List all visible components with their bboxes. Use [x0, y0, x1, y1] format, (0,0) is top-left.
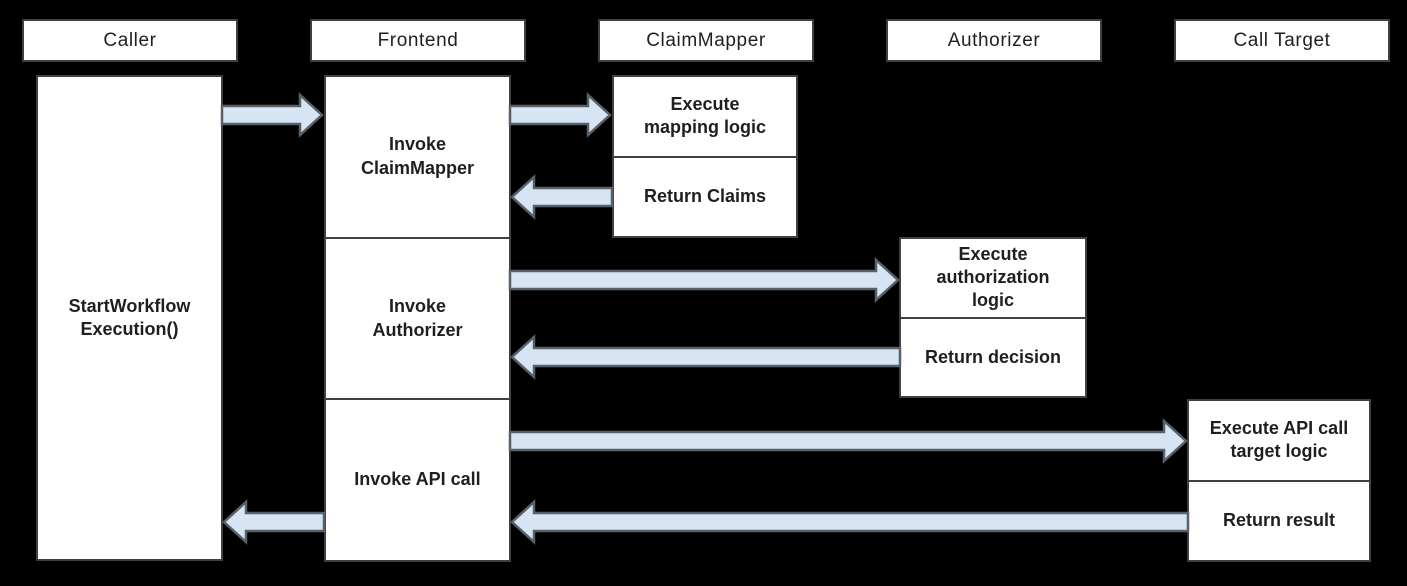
arrow-calltarget-to-frontend [510, 499, 1190, 545]
lane-header-claimmapper: ClaimMapper [598, 19, 814, 62]
segment-execute-mapping-logic-label: Execute mapping logic [643, 93, 766, 138]
segment-invoke-claimmapper: Invoke ClaimMapper [326, 77, 509, 237]
arrow-frontend-to-authorizer [508, 257, 900, 303]
segment-return-claims: Return Claims [614, 155, 796, 237]
segment-return-result: Return result [1189, 479, 1369, 561]
segment-execute-api-call-target-logic-label: Execute API call target logic [1209, 417, 1349, 462]
lane-header-caller: Caller [22, 19, 238, 62]
segment-execute-api-call-target-logic: Execute API call target logic [1189, 401, 1369, 480]
lane-header-authorizer: Authorizer [886, 19, 1102, 62]
arrow-claimmapper-to-frontend [510, 174, 614, 220]
activation-calltarget: Execute API call target logic Return res… [1187, 399, 1371, 562]
segment-invoke-claimmapper-label: Invoke ClaimMapper [360, 134, 475, 178]
activation-claimmapper: Execute mapping logic Return Claims [612, 75, 798, 238]
segment-invoke-api-call-label: Invoke API call [354, 469, 481, 490]
activation-authorizer: Execute authorization logic Return decis… [899, 237, 1087, 398]
segment-return-decision: Return decision [901, 316, 1085, 397]
segment-return-decision-label: Return decision [924, 346, 1062, 367]
arrow-frontend-to-caller [222, 499, 326, 545]
lane-header-frontend: Frontend [310, 19, 526, 62]
arrow-frontend-to-claimmapper [508, 92, 612, 138]
segment-return-result-label: Return result [1222, 510, 1336, 531]
arrow-caller-to-frontend [220, 92, 324, 138]
arrow-authorizer-to-frontend [510, 334, 902, 380]
segment-execute-authorization-logic-label: Execute authorization logic [936, 243, 1050, 311]
activation-caller: StartWorkflow Execution() [36, 75, 223, 561]
segment-invoke-authorizer-label: Invoke Authorizer [372, 296, 463, 340]
caller-label: StartWorkflow Execution() [68, 295, 191, 339]
activation-frontend: Invoke ClaimMapper Invoke Authorizer Inv… [324, 75, 511, 562]
segment-invoke-api-call: Invoke API call [326, 398, 509, 560]
segment-return-claims-label: Return Claims [643, 186, 767, 207]
segment-execute-authorization-logic: Execute authorization logic [901, 239, 1085, 317]
lane-header-calltarget: Call Target [1174, 19, 1390, 62]
arrow-frontend-to-calltarget [508, 418, 1188, 464]
segment-execute-mapping-logic: Execute mapping logic [614, 77, 796, 156]
segment-invoke-authorizer: Invoke Authorizer [326, 236, 509, 399]
